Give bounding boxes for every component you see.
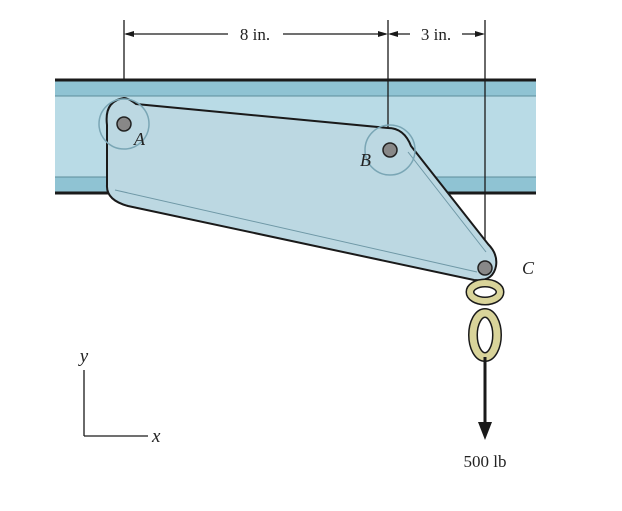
load-label: 500 lb (464, 452, 507, 471)
point-b-label: B (360, 150, 371, 170)
bracket-plate (105, 96, 498, 282)
point-a-label: A (133, 129, 146, 149)
x-axis-label: x (151, 426, 161, 447)
dimension-arrowheads (124, 31, 485, 37)
dimension-ab-label: 8 in. (240, 25, 270, 44)
coordinate-axes (83, 370, 148, 437)
y-axis-label: y (78, 346, 89, 367)
pin-c (477, 260, 493, 276)
dimension-lines (123, 20, 486, 258)
pin-b (364, 124, 416, 176)
pin-a (98, 98, 150, 150)
chain (465, 278, 505, 362)
point-c-label: C (522, 258, 535, 278)
dimension-bc-label: 3 in. (421, 25, 451, 44)
load-arrow (478, 357, 492, 440)
